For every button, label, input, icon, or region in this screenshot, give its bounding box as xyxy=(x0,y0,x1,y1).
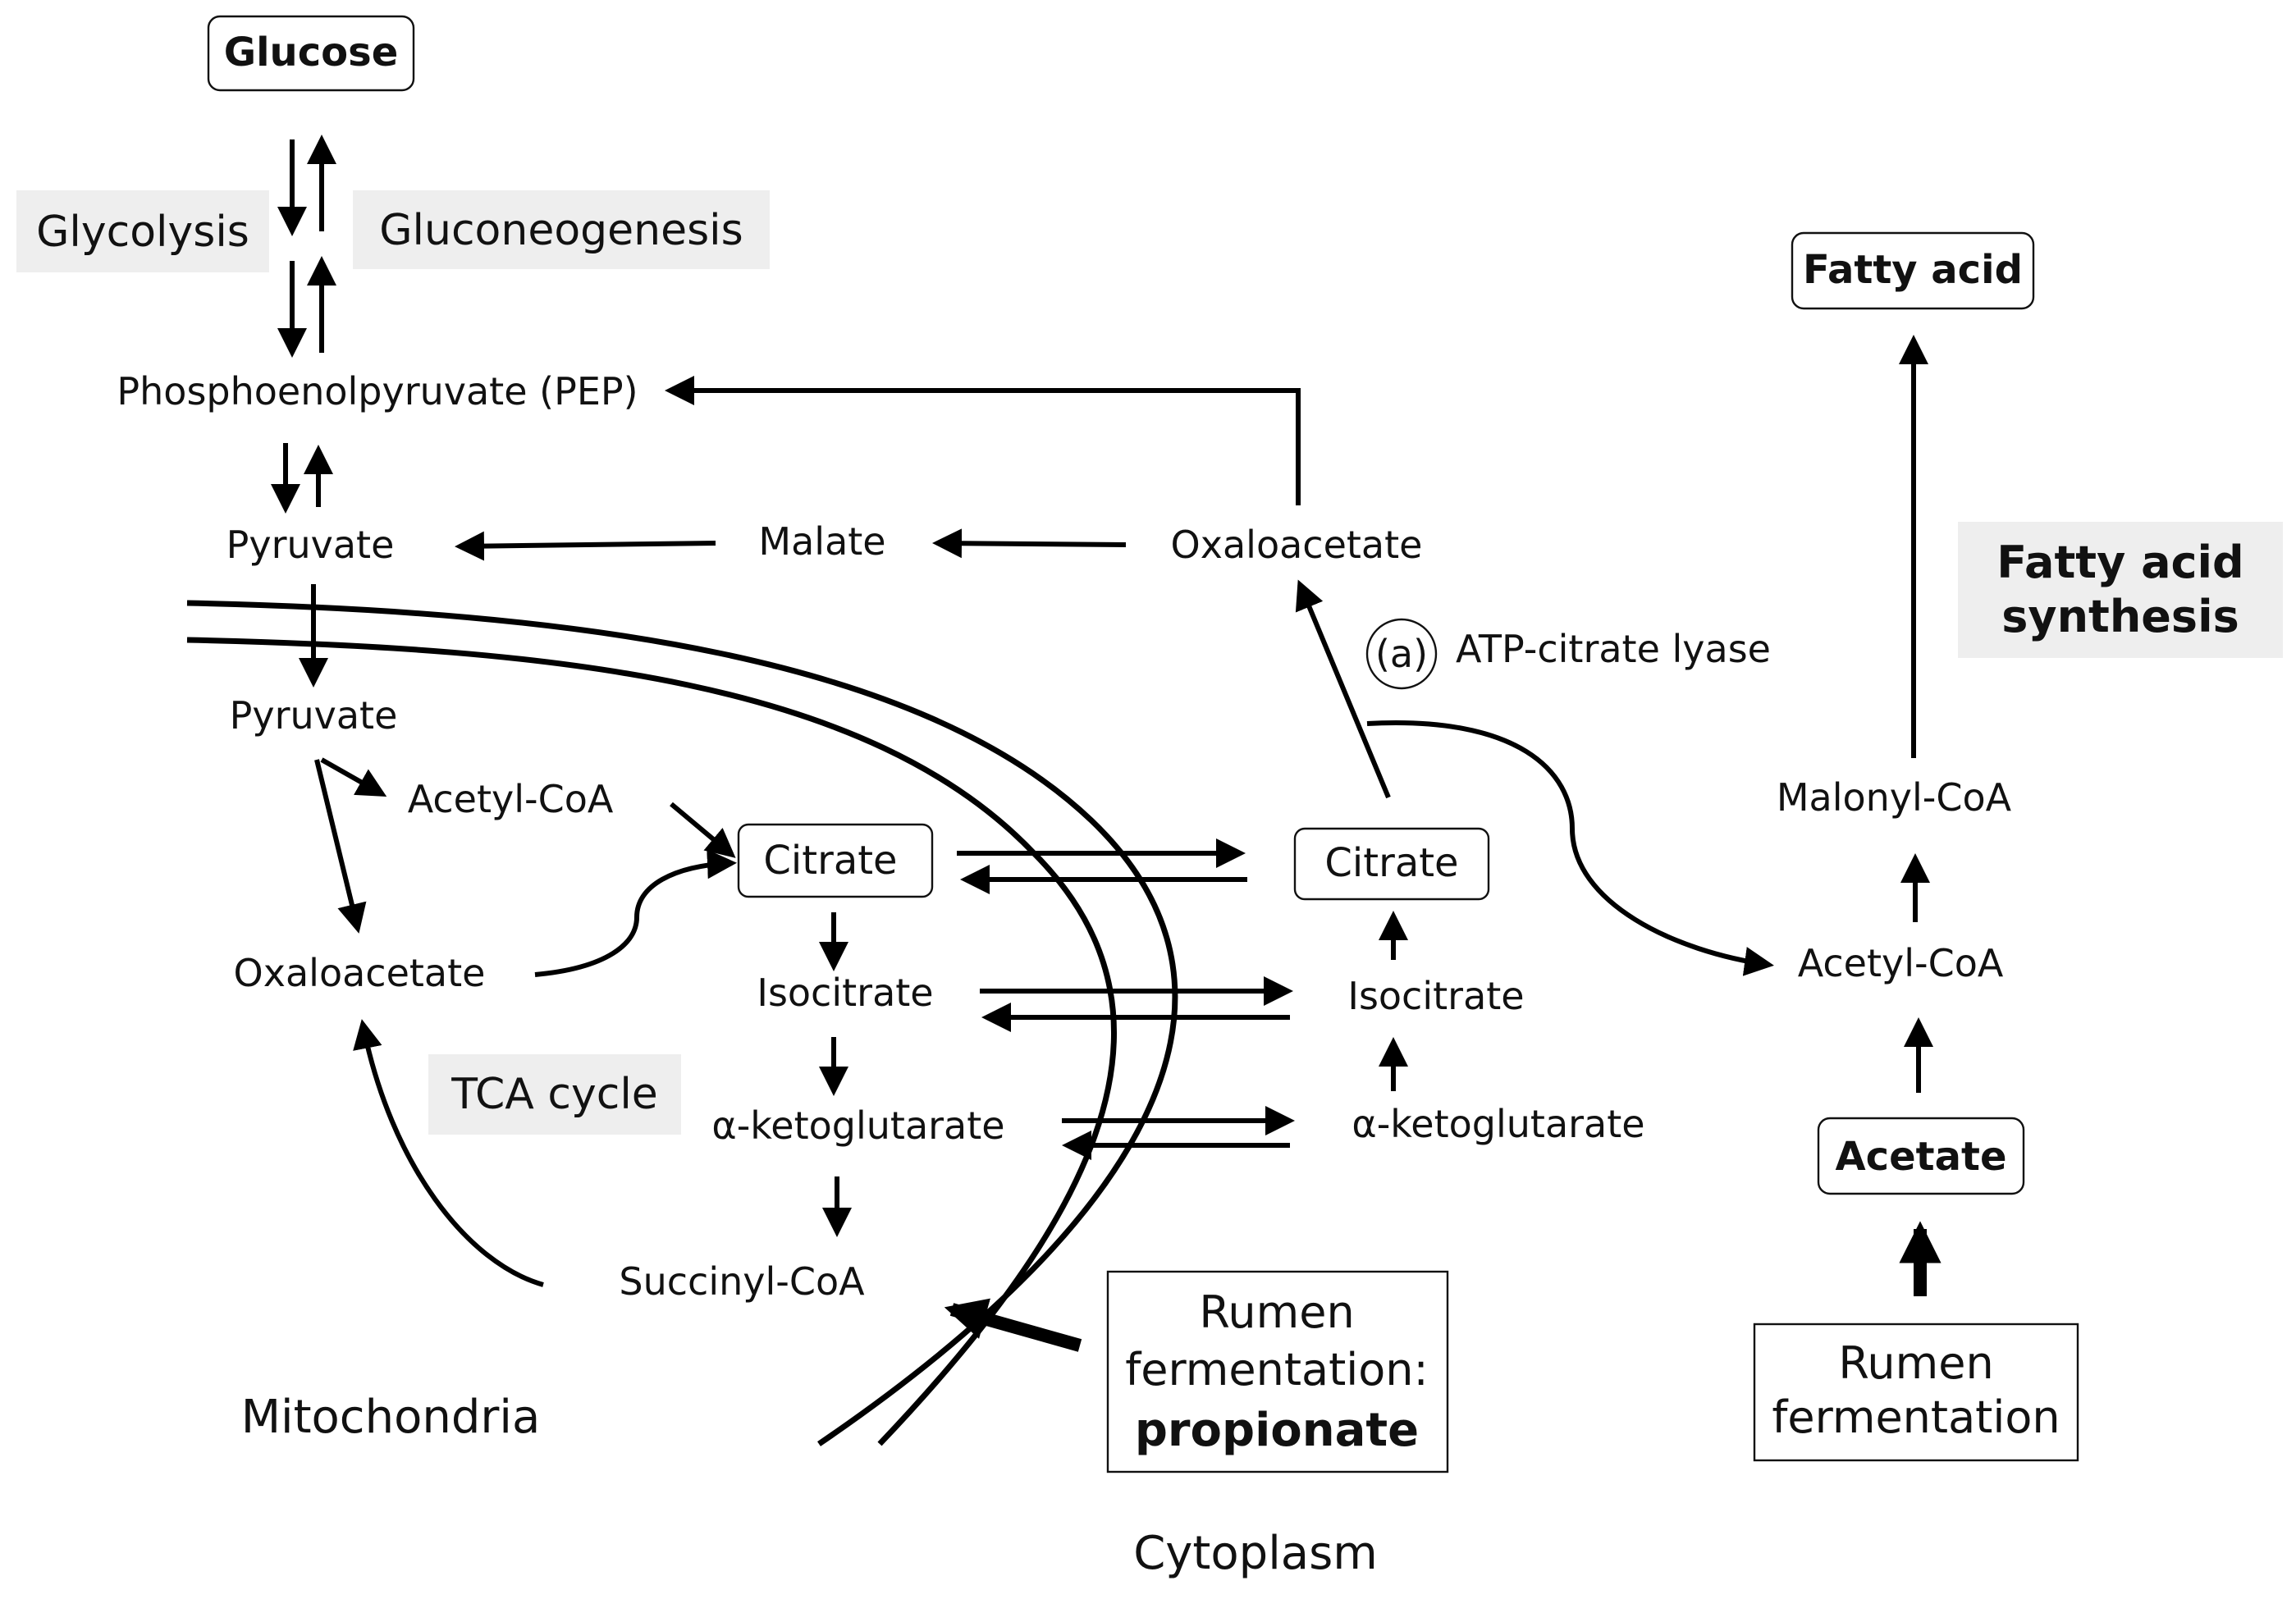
isocitrate-cyto-label: Isocitrate xyxy=(1347,974,1524,1018)
fatty-acid-label: Fatty acid xyxy=(1803,247,2023,293)
acetyl-coa-cyto-label: Acetyl-CoA xyxy=(1798,941,2004,985)
rumen-propionate-box xyxy=(1106,1270,1449,1473)
arrow-oxaloacetate-citrate xyxy=(534,849,737,977)
akg-cyto-label: α-ketoglutarate xyxy=(1352,1102,1644,1146)
fatty-acid-synthesis-label-line2: synthesis xyxy=(2001,591,2239,642)
arrow-pyruvate-oxaloacetate xyxy=(314,759,367,934)
glycolysis-label: Glycolysis xyxy=(36,208,249,257)
tca-cycle-label: TCA cycle xyxy=(451,1070,658,1119)
malate-label: Malate xyxy=(758,519,885,564)
mitochondrial-inner-membrane xyxy=(186,637,1118,1446)
oxaloacetate-cyto-label: Oxaloacetate xyxy=(1171,523,1423,567)
rumen-acetate-line2: fermentation xyxy=(1772,1391,2060,1443)
oxaloacetate-mito-label: Oxaloacetate xyxy=(234,951,486,995)
fatty-acid-synthesis-label-bg xyxy=(1958,522,2283,658)
glucose-box xyxy=(207,15,415,92)
fatty-acid-synthesis-label-line1: Fatty acid xyxy=(1996,537,2243,588)
pyruvate-cyto-label: Pyruvate xyxy=(226,523,395,567)
arrow-succinyl-coa-oxaloacetate xyxy=(353,1019,544,1287)
acetate-label: Acetate xyxy=(1836,1134,2007,1180)
rumen-acetate-box xyxy=(1753,1323,2079,1462)
arrow-acetyl-coa-citrate xyxy=(670,802,736,858)
rumen-propionate-line3: propionate xyxy=(1135,1404,1419,1457)
pyruvate-mito-label: Pyruvate xyxy=(230,693,398,738)
mitochondria-label: Mitochondria xyxy=(241,1391,541,1444)
gluconeogenesis-label: Gluconeogenesis xyxy=(379,206,743,255)
pep-label: Phosphoenolpyruvate (PEP) xyxy=(117,369,638,413)
akg-mito-label: α-ketoglutarate xyxy=(711,1103,1004,1148)
glucose-label: Glucose xyxy=(224,30,399,75)
citrate-cyto-box xyxy=(1293,827,1490,901)
arrow-propionate-succinyl-coa xyxy=(944,1298,1082,1352)
malonyl-coa-label: Malonyl-CoA xyxy=(1777,775,2012,820)
citrate-cyto-label: Citrate xyxy=(1324,840,1458,886)
acetate-box xyxy=(1817,1117,2025,1195)
citrate-mito-label: Citrate xyxy=(763,838,897,884)
enzyme-name-label: ATP-citrate lyase xyxy=(1456,627,1771,671)
arrow-malate-pyruvate xyxy=(455,531,716,561)
citrate-mito-box xyxy=(737,823,934,898)
enzyme-marker-label: (a) xyxy=(1375,632,1428,676)
arrow-citrate-oxaloacetate-cyto xyxy=(1295,579,1391,799)
tca-cycle-label-bg xyxy=(428,1054,681,1135)
isocitrate-mito-label: Isocitrate xyxy=(757,971,933,1015)
rumen-acetate-line1: Rumen xyxy=(1838,1337,1993,1389)
enzyme-marker-circle xyxy=(1365,618,1438,690)
mitochondrial-outer-membrane xyxy=(186,600,1178,1446)
cytoplasm-label: Cytoplasm xyxy=(1133,1527,1378,1580)
acetyl-coa-mito-label: Acetyl-CoA xyxy=(408,777,614,821)
gluconeogenesis-label-bg xyxy=(353,190,770,269)
arrow-citrate-lyase-acetyl-coa xyxy=(1366,720,1774,976)
rumen-propionate-line1: Rumen xyxy=(1199,1286,1354,1338)
arrow-pyruvate-acetyl-coa xyxy=(320,757,387,797)
succinyl-coa-label: Succinyl-CoA xyxy=(619,1259,865,1304)
fatty-acid-box xyxy=(1791,231,2035,310)
arrow-oxaloacetate-malate xyxy=(932,528,1127,559)
rumen-propionate-line2: fermentation: xyxy=(1125,1344,1428,1396)
glycolysis-label-bg xyxy=(16,190,269,272)
arrow-oxaloacetate-pep xyxy=(665,376,1301,505)
